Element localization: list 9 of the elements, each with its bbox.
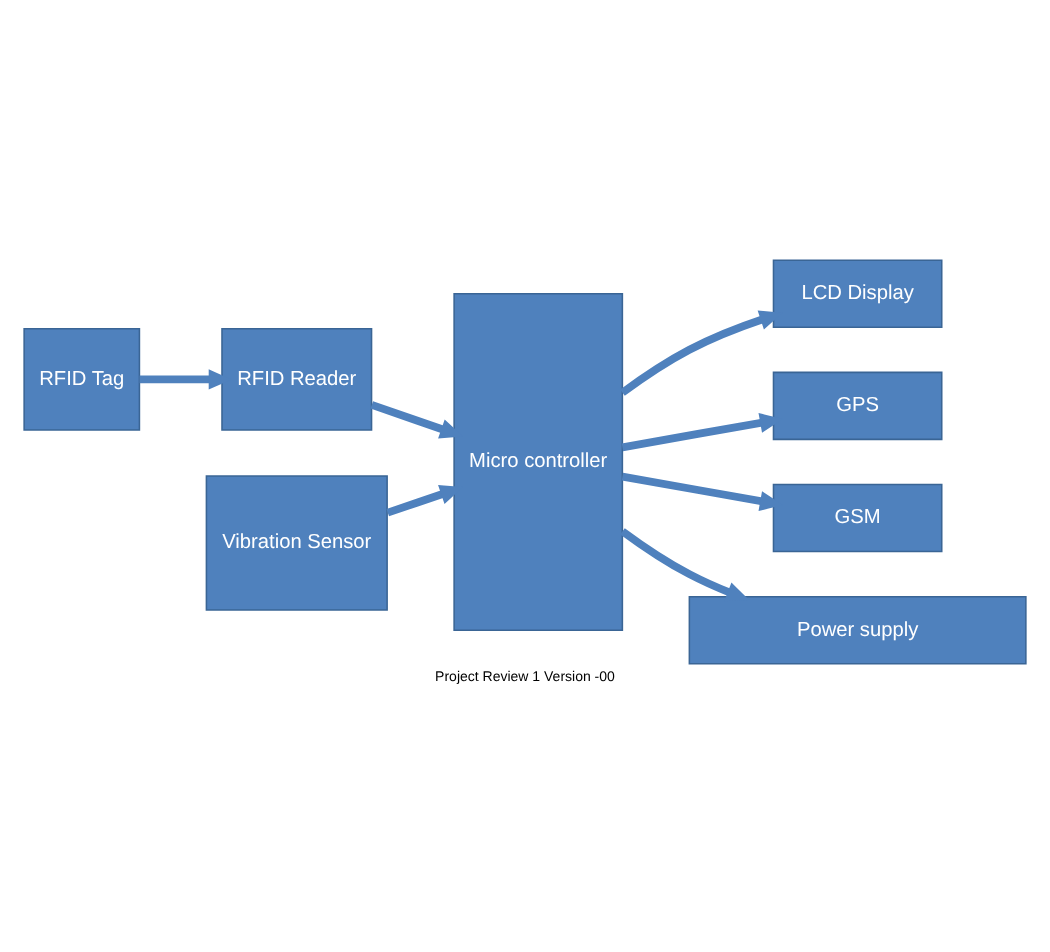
arrow: [620, 528, 750, 602]
node-box: GSM: [772, 483, 943, 553]
node-box: Micro controller: [453, 292, 624, 631]
node-box: RFID Tag: [23, 328, 141, 431]
node-box: RFID Reader: [221, 328, 373, 431]
node-box: Power supply: [688, 595, 1027, 665]
node-box: LCD Display: [772, 259, 943, 328]
node-box: Vibration Sensor: [205, 475, 388, 611]
node-box: GPS: [772, 371, 943, 441]
